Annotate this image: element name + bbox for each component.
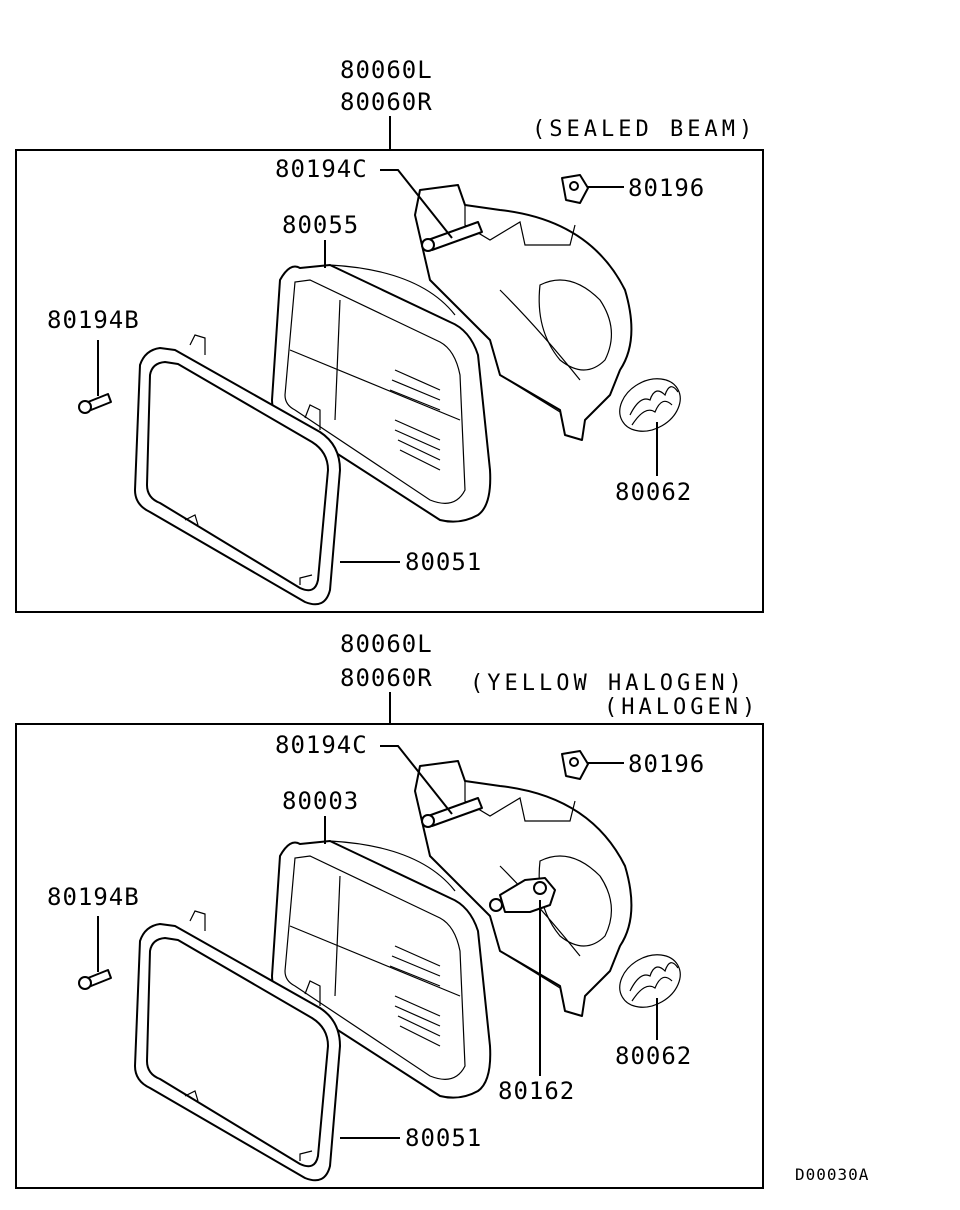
diagram-code: D00030A (795, 1165, 869, 1184)
variant-label: (SEALED BEAM) (532, 117, 756, 142)
headlamp-assembly-drawing (78, 750, 691, 1182)
assembly-right-label: 80060R (340, 88, 433, 116)
panel-halogen: 80060L 80060R (YELLOW HALOGEN) (HALOGEN)… (15, 630, 764, 1189)
part-label-screw-long: 80194C (275, 155, 368, 183)
part-label-screw-short: 80194B (47, 883, 140, 911)
part-label-bezel: 80051 (405, 548, 482, 576)
part-label-lamp-unit: 80055 (282, 211, 359, 239)
part-label-clip: 80196 (628, 750, 705, 778)
part-label-spring: 80062 (615, 478, 692, 506)
part-label-bezel: 80051 (405, 1124, 482, 1152)
part-label-screw-long: 80194C (275, 731, 368, 759)
part-label-lamp-unit: 80003 (282, 787, 359, 815)
part-label-screw-short: 80194B (47, 306, 140, 334)
assembly-left-label: 80060L (340, 56, 433, 84)
headlamp-assembly-drawing (78, 174, 691, 606)
part-label-bulb: 80162 (498, 1077, 575, 1105)
part-label-clip: 80196 (628, 174, 705, 202)
bulb-drawing (489, 877, 556, 913)
assembly-right-label: 80060R (340, 664, 433, 692)
variant-label: (HALOGEN) (604, 695, 759, 720)
variant-label: (YELLOW HALOGEN) (470, 671, 746, 696)
panel-sealed-beam: 80060L 80060R (SEALED BEAM) 80194C 80196… (15, 56, 764, 613)
part-label-spring: 80062 (615, 1042, 692, 1070)
assembly-left-label: 80060L (340, 630, 433, 658)
